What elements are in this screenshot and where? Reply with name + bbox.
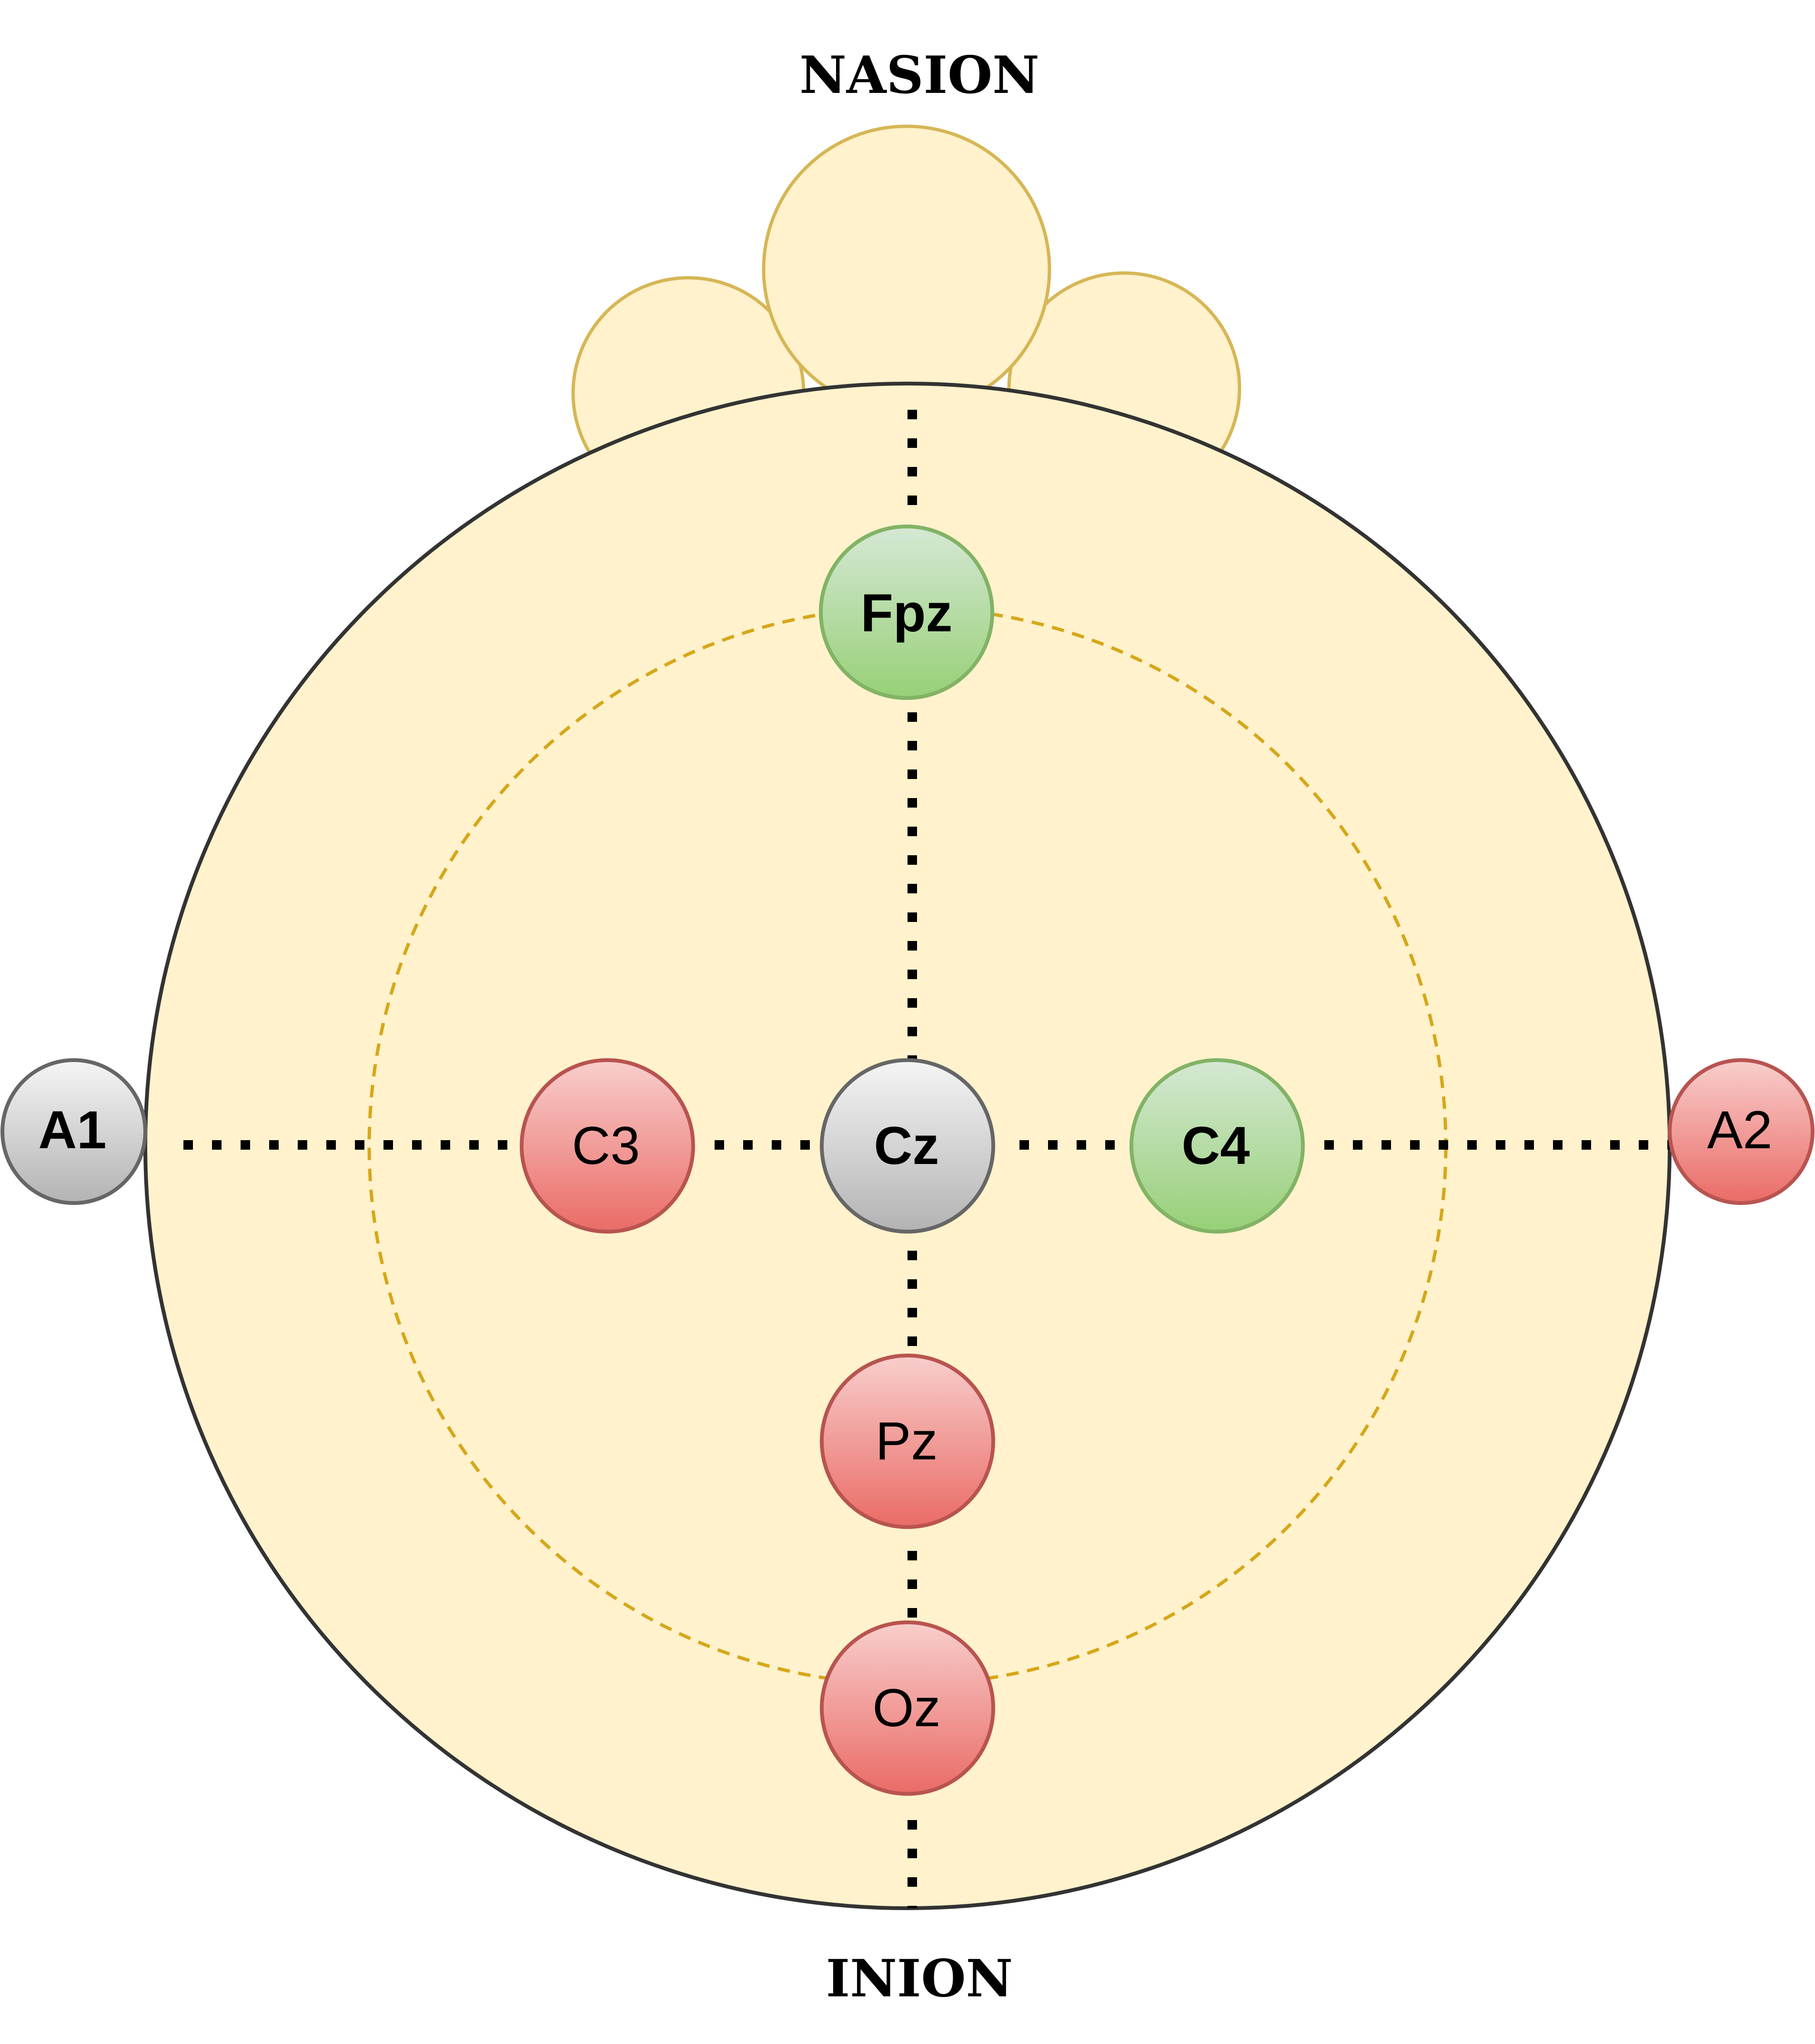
- electrode-c4-label: C4: [1181, 1116, 1250, 1175]
- electrode-a2-label: A2: [1707, 1100, 1773, 1160]
- electrode-pz-label: Pz: [876, 1411, 938, 1471]
- electrode-a1-label: A1: [38, 1100, 106, 1160]
- electrode-cz: Cz: [820, 1058, 995, 1234]
- electrode-cz-label: Cz: [874, 1116, 939, 1175]
- guide-lines: [183, 410, 1682, 1908]
- inion-label: INION: [826, 1949, 1013, 2009]
- nasion-label: NASION: [799, 45, 1039, 105]
- electrode-fpz-label: Fpz: [861, 583, 953, 643]
- electrode-a2: A2: [1668, 1058, 1815, 1205]
- electrode-a1: A1: [0, 1058, 147, 1205]
- electrode-oz: Oz: [820, 1620, 995, 1796]
- nose-center-lobe: [762, 124, 1051, 414]
- electrode-fpz: Fpz: [819, 525, 994, 700]
- electrode-c4: C4: [1129, 1058, 1305, 1234]
- electrode-pz: Pz: [820, 1354, 995, 1529]
- electrode-c3: C3: [520, 1058, 695, 1234]
- electrode-c3-label: C3: [572, 1116, 640, 1175]
- electrode-oz-label: Oz: [872, 1678, 940, 1738]
